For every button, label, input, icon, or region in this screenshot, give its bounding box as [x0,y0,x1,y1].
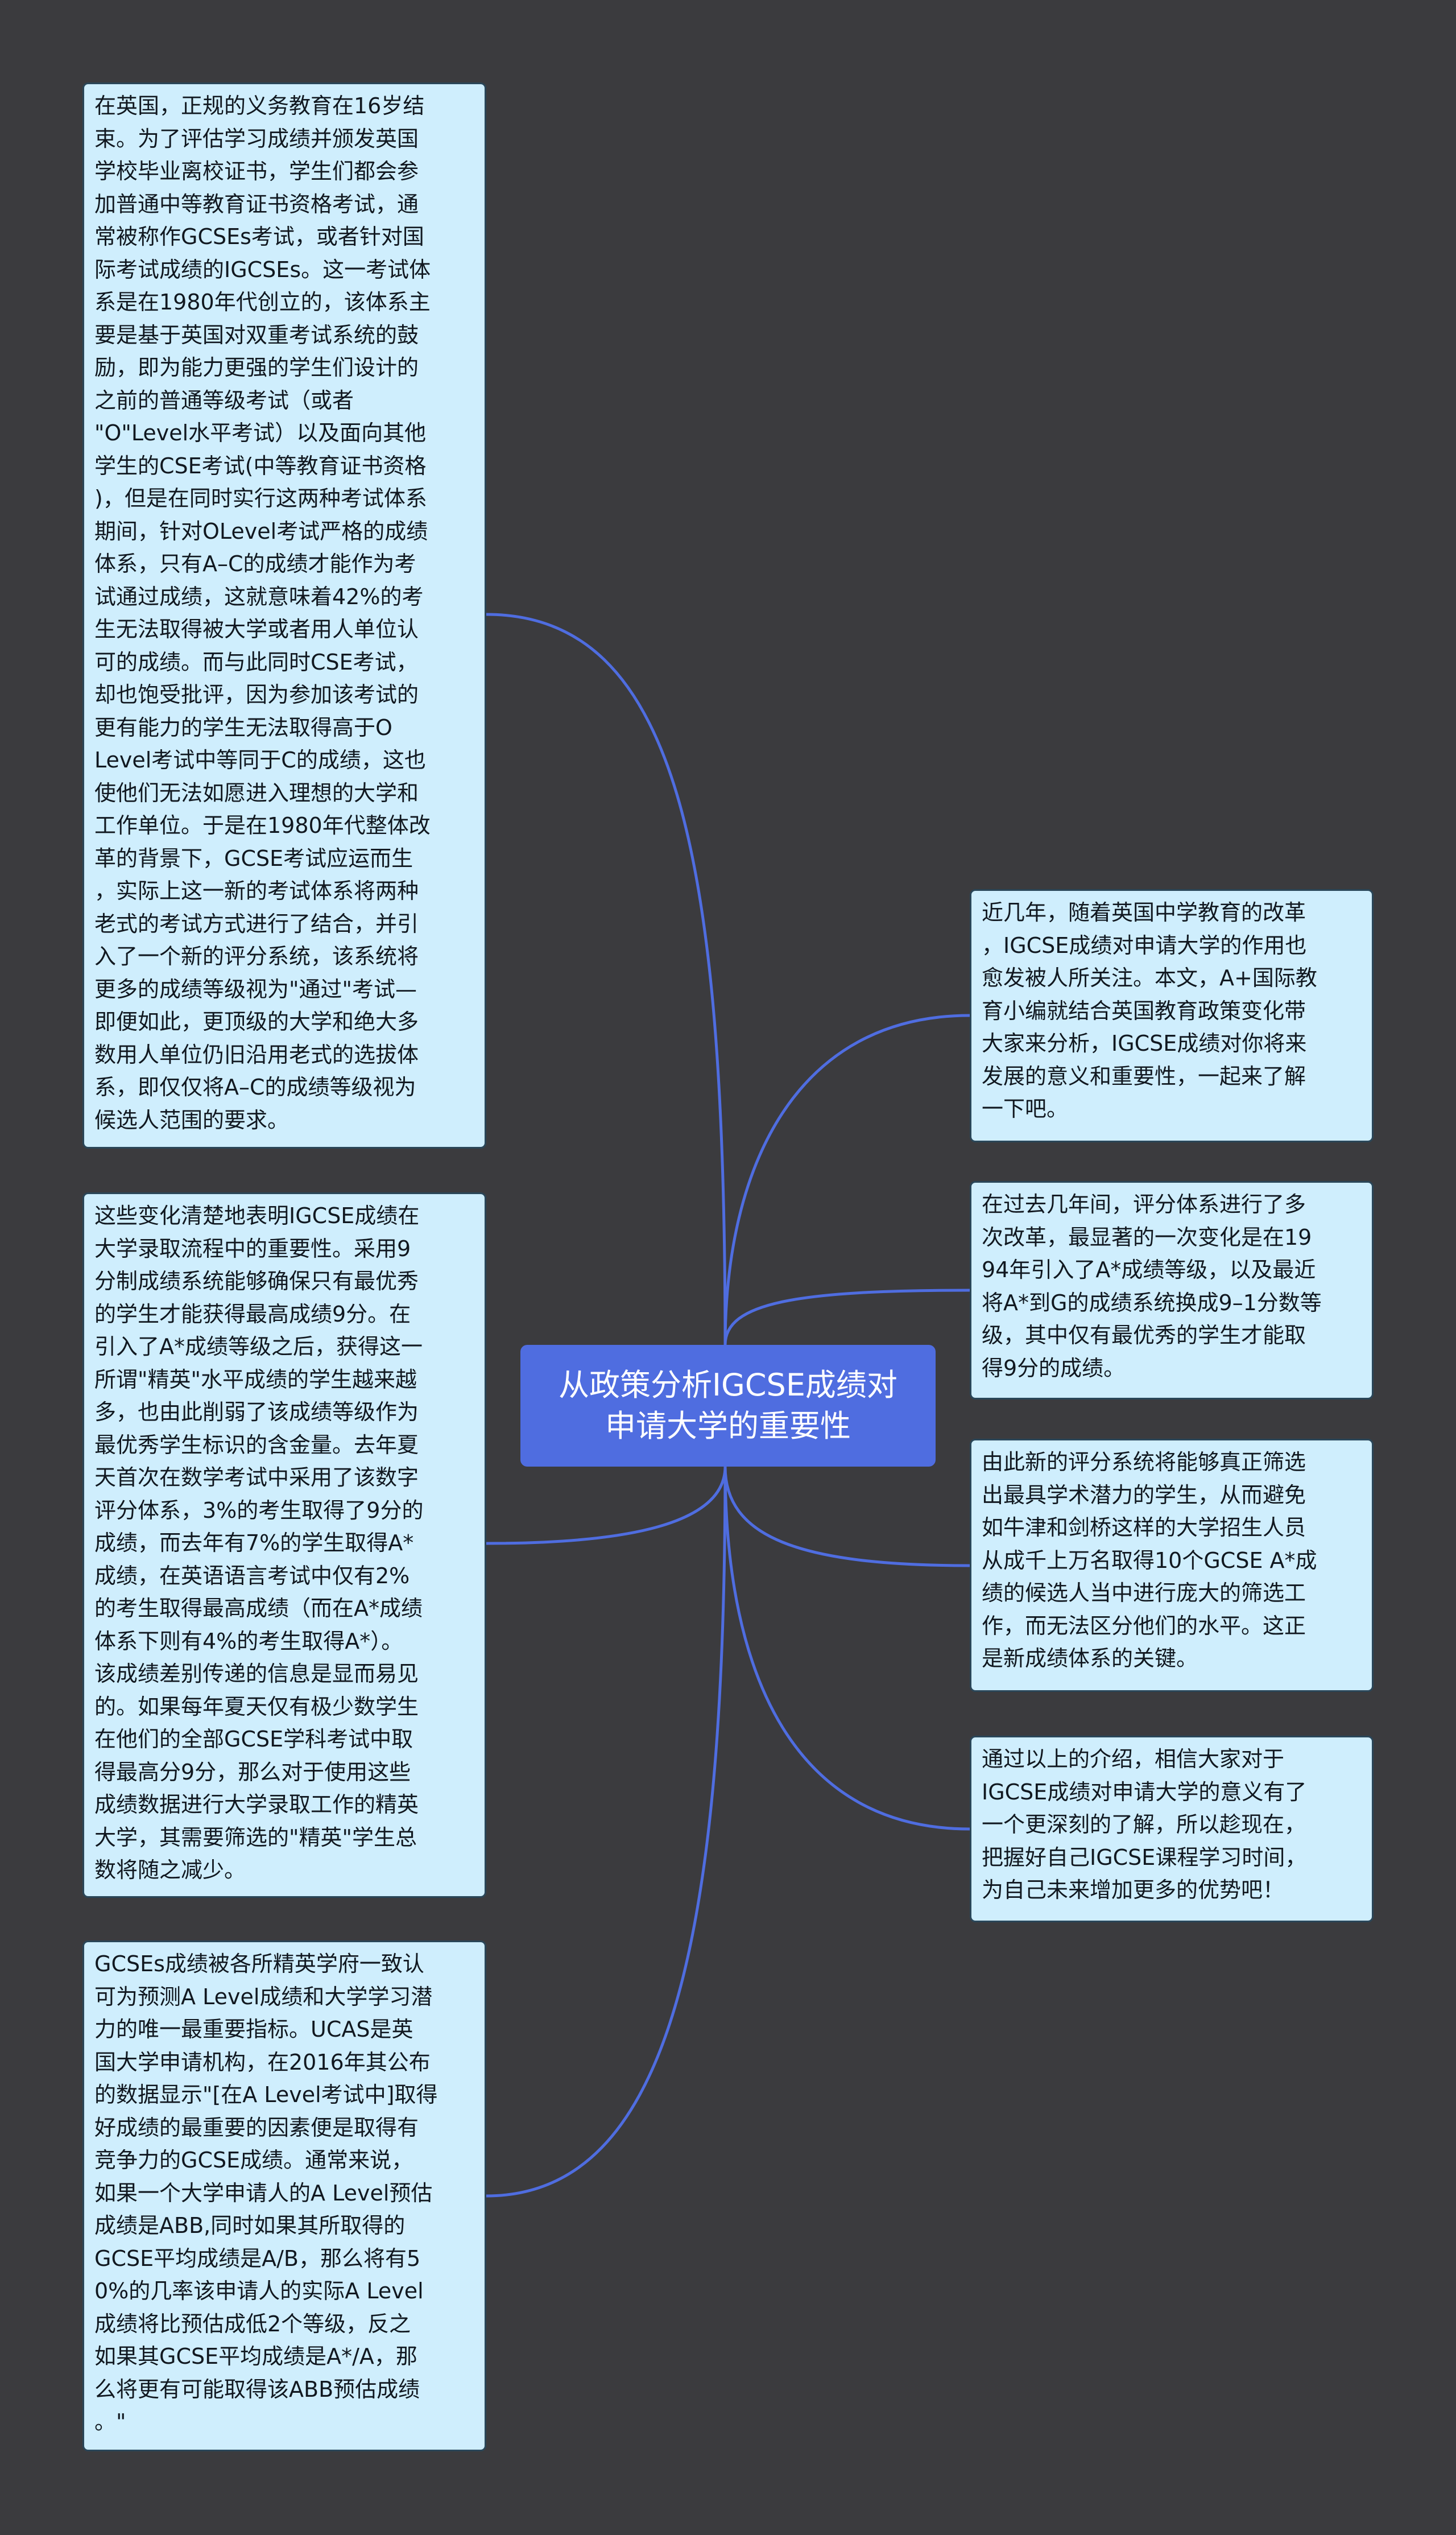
center-topic[interactable]: 从政策分析IGCSE成绩对 申请大学的重要性 [520,1345,936,1467]
node-grading-reform[interactable]: 在过去几年间，评分体系进行了多 次改革，最显著的一次变化是在19 94年引入了A… [970,1181,1374,1399]
node-exam-history[interactable]: 在英国，正规的义务教育在16岁结 束。为了评估学习成绩并颁发英国 学校毕业离校证… [82,82,486,1149]
node-elite-grading[interactable]: 这些变化清楚地表明IGCSE成绩在 大学录取流程中的重要性。采用9 分制成绩系统… [82,1192,486,1898]
connector-ucas-data [486,1466,727,2198]
connector-conclusion [723,1466,970,1831]
node-conclusion[interactable]: 通过以上的介绍，相信大家对于 IGCSE成绩对申请大学的意义有了 一个更深刻的了… [970,1736,1374,1922]
connector-intro [723,1014,970,1345]
node-selection[interactable]: 由此新的评分系统将能够真正筛选 出最具学术潜力的学生，从而避免 如牛津和剑桥这样… [970,1439,1374,1692]
connector-exam-history [486,613,727,1345]
node-ucas-data[interactable]: GCSEs成绩被各所精英学府一致认 可为预测A Level成绩和大学学习潜 力的… [82,1941,486,2451]
connector-selection [723,1466,970,1567]
connector-elite-grading [486,1466,727,1545]
node-intro[interactable]: 近几年，随着英国中学教育的改革 ，IGCSE成绩对申请大学的作用也 愈发被人所关… [970,889,1374,1142]
connector-grading-reform [723,1289,970,1345]
